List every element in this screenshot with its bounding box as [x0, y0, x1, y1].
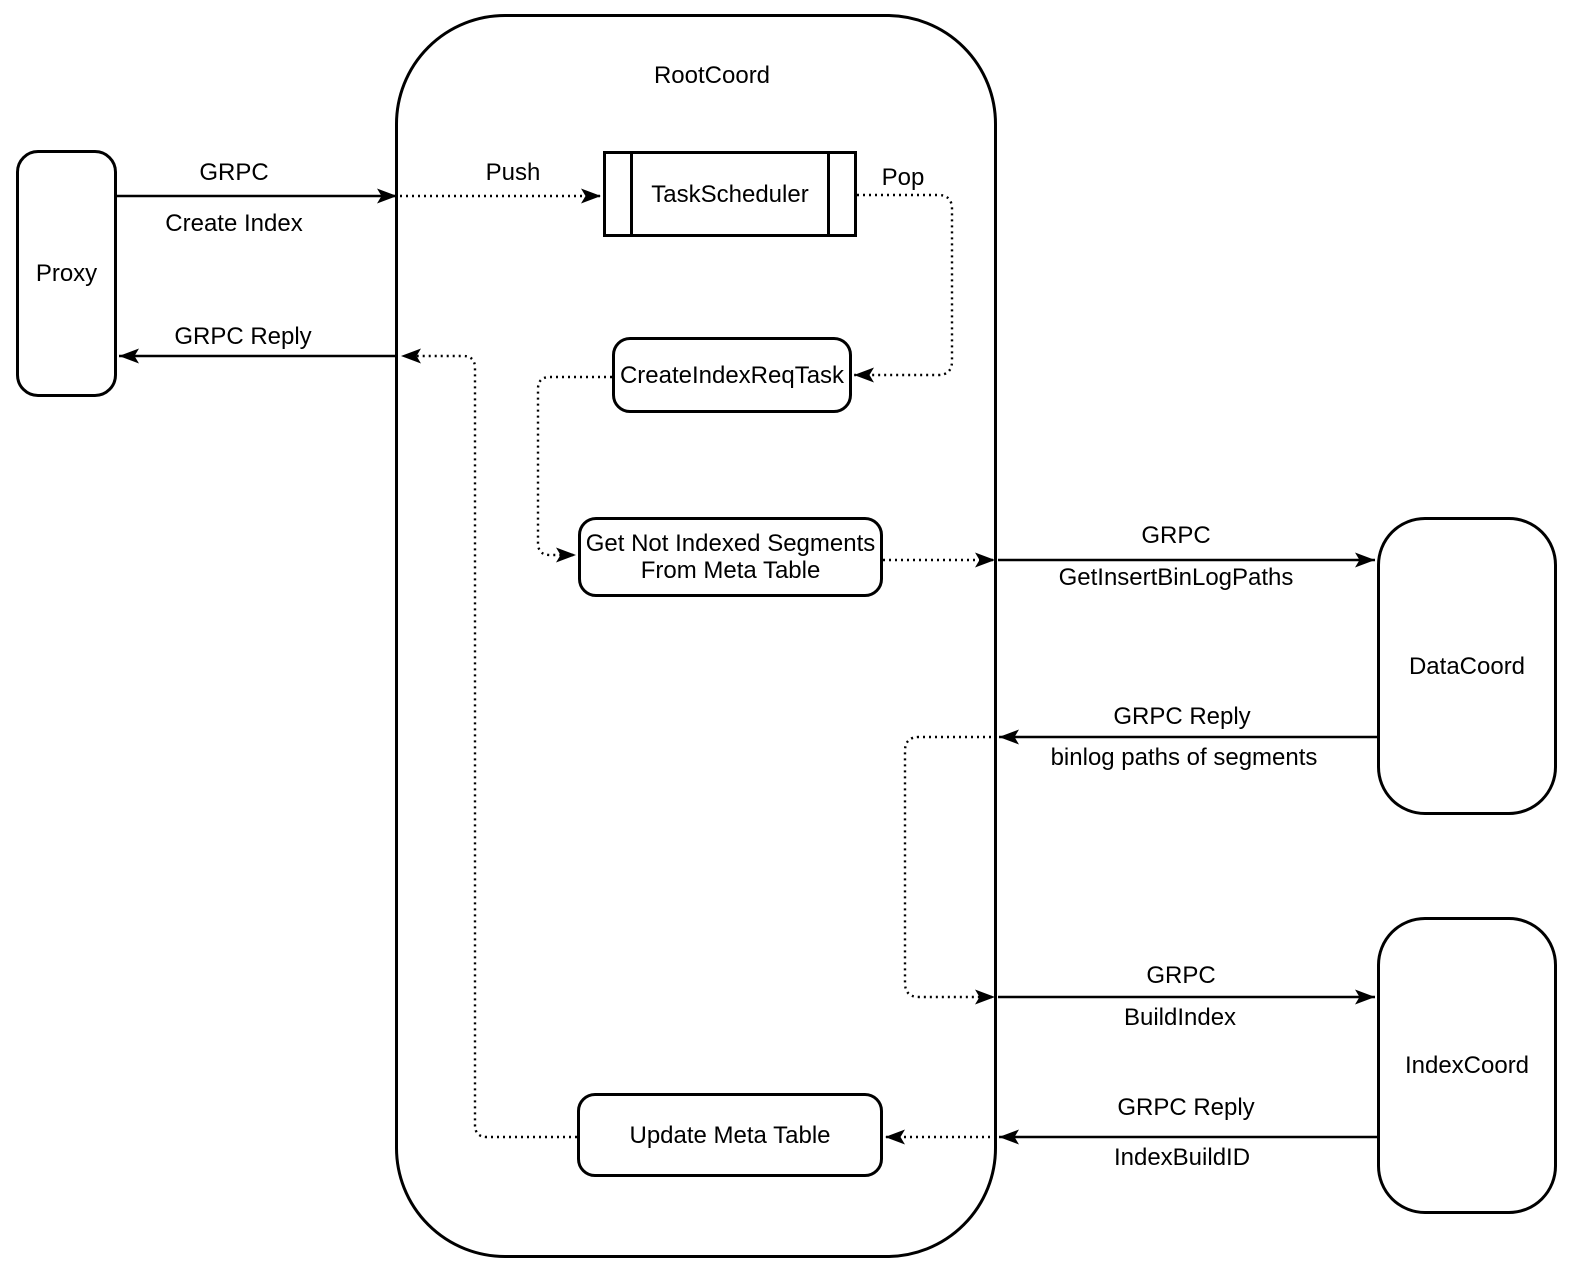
- create-index-action-label: Create Index: [165, 210, 303, 237]
- update-meta-table-node: Update Meta Table: [577, 1093, 883, 1177]
- getinsertbinlogpaths-protocol-label: GRPC: [1141, 522, 1211, 549]
- datacoord-node: DataCoord: [1377, 517, 1557, 815]
- taskscheduler-label: TaskScheduler: [651, 180, 809, 208]
- get-not-indexed-segments-label-line1: Get Not Indexed Segments: [585, 530, 876, 557]
- proxy-node: Proxy: [16, 150, 117, 397]
- createindexreqtask-node: CreateIndexReqTask: [612, 337, 852, 413]
- edge-updatemeta-to-reply-line: [401, 348, 577, 1139]
- taskscheduler-node: TaskScheduler: [603, 151, 857, 237]
- binlog-reply-protocol-label: GRPC Reply: [1113, 703, 1251, 730]
- taskscheduler-right-bar: [827, 154, 830, 234]
- update-meta-table-label: Update Meta Table: [629, 1121, 831, 1149]
- push-label: Push: [485, 159, 541, 186]
- buildindex-protocol-label: GRPC: [1146, 962, 1216, 989]
- taskscheduler-left-bar: [630, 154, 633, 234]
- indexbuildid-reply-action-label: IndexBuildID: [1113, 1144, 1251, 1171]
- rootcoord-container: [395, 14, 997, 1258]
- datacoord-label: DataCoord: [1408, 652, 1526, 680]
- create-index-protocol-label: GRPC: [199, 159, 269, 186]
- edge-task-to-segments-line: [536, 375, 612, 563]
- get-not-indexed-segments-node: Get Not Indexed Segments From Meta Table: [578, 517, 883, 597]
- grpc-reply-to-proxy-label: GRPC Reply: [174, 323, 312, 350]
- edge-reply-to-buildindex-loop-line: [903, 735, 997, 1005]
- binlog-reply-action-label: binlog paths of segments: [1050, 744, 1318, 771]
- get-not-indexed-segments-label-line2: From Meta Table: [640, 557, 821, 584]
- pop-label: Pop: [881, 164, 925, 191]
- createindexreqtask-label: CreateIndexReqTask: [619, 361, 845, 389]
- indexcoord-node: IndexCoord: [1377, 917, 1557, 1214]
- proxy-label: Proxy: [35, 260, 98, 287]
- indexbuildid-reply-protocol-label: GRPC Reply: [1117, 1094, 1255, 1121]
- rootcoord-label: RootCoord: [653, 62, 771, 89]
- buildindex-action-label: BuildIndex: [1123, 1004, 1237, 1031]
- indexcoord-label: IndexCoord: [1404, 1052, 1530, 1079]
- getinsertbinlogpaths-action-label: GetInsertBinLogPaths: [1058, 564, 1294, 591]
- edge-pop-line: [854, 193, 954, 383]
